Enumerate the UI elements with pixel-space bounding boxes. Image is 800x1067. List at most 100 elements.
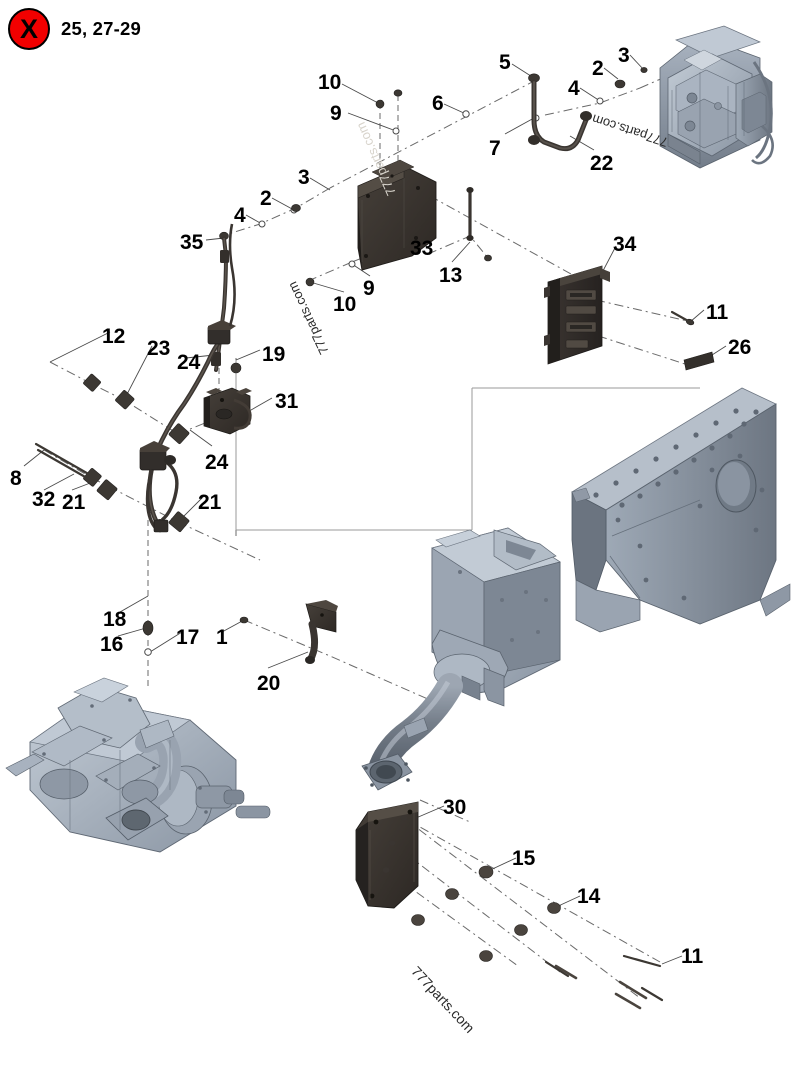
callout-13: 13 bbox=[439, 264, 463, 287]
washer-4-top bbox=[596, 97, 604, 105]
callout-2-top: 2 bbox=[592, 57, 604, 80]
ptr-9-low bbox=[351, 263, 371, 277]
callout-3-top: 3 bbox=[618, 44, 630, 67]
washer-9-low bbox=[348, 260, 356, 268]
callout-22: 22 bbox=[590, 152, 614, 175]
mounting-bracket-30 bbox=[355, 801, 419, 909]
bolt-2-top bbox=[614, 79, 626, 89]
axis-3-to-unit bbox=[639, 73, 673, 89]
callout-26: 26 bbox=[728, 336, 752, 359]
ptr-19 bbox=[235, 349, 261, 361]
callout-21-mid: 21 bbox=[198, 491, 222, 514]
hydraulic-valve-bank bbox=[659, 25, 774, 169]
washer-17 bbox=[144, 648, 152, 656]
x-badge-icon: X bbox=[8, 8, 50, 50]
callout-35: 35 bbox=[180, 231, 204, 254]
callout-17: 17 bbox=[176, 626, 200, 649]
ptr-10-top bbox=[341, 83, 381, 105]
washer-4-left bbox=[258, 220, 266, 228]
callout-24-low: 24 bbox=[205, 451, 229, 474]
callout-6: 6 bbox=[432, 92, 444, 115]
ptr-2-left bbox=[271, 197, 295, 211]
ptr-3-left bbox=[309, 177, 331, 191]
washer-9-top bbox=[392, 127, 400, 135]
callout-3-left: 3 bbox=[298, 166, 310, 189]
callout-9-top: 9 bbox=[330, 102, 342, 125]
bolt-3-top bbox=[640, 67, 648, 73]
callout-5: 5 bbox=[499, 51, 511, 74]
tube-line-35 bbox=[211, 236, 229, 372]
aftertreatment-exhaust bbox=[361, 527, 561, 791]
callout-8: 8 bbox=[10, 467, 22, 490]
plate-26 bbox=[683, 351, 715, 371]
axis-34-a bbox=[429, 195, 601, 291]
callout-10-low: 10 bbox=[333, 293, 357, 316]
axis-21-left bbox=[91, 477, 179, 523]
callout-18: 18 bbox=[103, 608, 127, 631]
callout-4-left: 4 bbox=[234, 204, 246, 227]
shaft-11-a bbox=[640, 986, 664, 1002]
callout-20: 20 bbox=[257, 672, 281, 695]
ptr-24-low bbox=[189, 429, 213, 447]
shaft-30-c bbox=[554, 964, 578, 980]
callout-32: 32 bbox=[32, 488, 56, 511]
clip-21-b bbox=[168, 511, 190, 532]
callout-30: 30 bbox=[443, 796, 467, 819]
ptr-4-top bbox=[579, 87, 601, 102]
callout-21-left: 21 bbox=[62, 491, 86, 514]
callout-7: 7 bbox=[489, 137, 501, 160]
bolt-13 bbox=[484, 254, 492, 262]
callout-1: 1 bbox=[216, 626, 228, 649]
clamp-31 bbox=[203, 387, 252, 435]
callout-11-low: 11 bbox=[681, 945, 704, 968]
ptr-12 bbox=[49, 331, 111, 363]
axis-10-low bbox=[307, 261, 353, 282]
bolt-10-low bbox=[305, 277, 315, 287]
bolt-15 bbox=[478, 865, 494, 879]
bolt-1 bbox=[239, 616, 249, 624]
bolt-2-left bbox=[291, 204, 301, 212]
ptr-13 bbox=[451, 241, 471, 263]
bolt-9-head bbox=[393, 89, 403, 97]
clip-23-b bbox=[115, 390, 135, 410]
clip-24-a bbox=[168, 423, 190, 444]
axis-6 bbox=[329, 79, 537, 189]
rod-33 bbox=[466, 187, 474, 241]
ptr-17 bbox=[149, 631, 183, 653]
shaft-30-b bbox=[614, 992, 642, 1010]
axis-left-3-2-4-35 bbox=[221, 187, 331, 237]
ptr-3-top bbox=[629, 54, 645, 71]
ptr-30 bbox=[415, 805, 445, 819]
callout-9-low: 9 bbox=[363, 277, 375, 300]
bracket-30-hardware bbox=[382, 815, 408, 873]
ptr-11-low bbox=[661, 955, 683, 965]
bolt-row3 bbox=[411, 914, 425, 926]
callout-24-up: 24 bbox=[177, 351, 201, 374]
bolt-19 bbox=[230, 362, 242, 374]
callout-31: 31 bbox=[275, 390, 299, 413]
axis-12-23-24 bbox=[49, 361, 179, 435]
callout-16: 16 bbox=[100, 633, 124, 656]
ptr-10-low bbox=[309, 281, 345, 293]
callout-33: 33 bbox=[410, 237, 434, 260]
washer-6 bbox=[462, 110, 470, 118]
ptr-6 bbox=[443, 103, 467, 115]
shaft-30-a bbox=[618, 980, 648, 1000]
axis-4-2-3 bbox=[544, 87, 641, 116]
callout-23: 23 bbox=[147, 337, 171, 360]
shaft-11-low bbox=[622, 954, 662, 968]
callout-14: 14 bbox=[577, 885, 601, 908]
bolt-16 bbox=[142, 620, 154, 636]
transmission-pump bbox=[5, 677, 271, 853]
ptr-7 bbox=[504, 117, 535, 135]
ptr-9-top bbox=[347, 112, 397, 132]
axis-11-mid bbox=[595, 299, 693, 323]
ptr-22 bbox=[569, 135, 595, 151]
clip-21-a bbox=[96, 479, 118, 500]
control-module bbox=[544, 265, 610, 365]
header-note: X 25, 27-29 bbox=[8, 8, 141, 50]
callout-34: 34 bbox=[613, 233, 637, 256]
ptr-16 bbox=[117, 627, 147, 637]
curved-bracket-20 bbox=[305, 600, 338, 664]
ptr-18 bbox=[119, 595, 149, 613]
